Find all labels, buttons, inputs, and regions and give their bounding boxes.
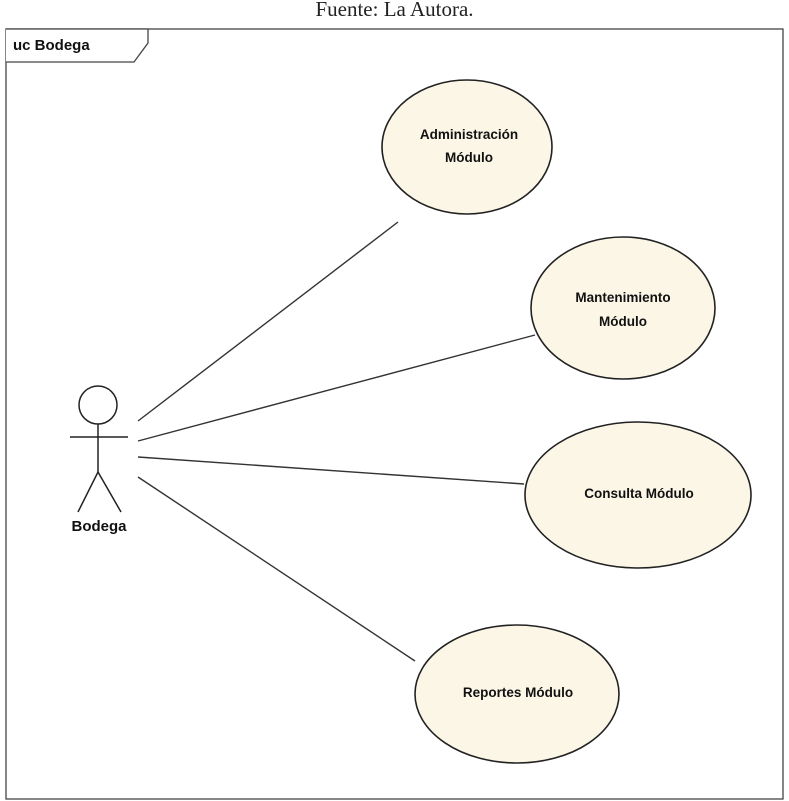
association-line: [137, 476, 416, 662]
use-case-reportes[interactable]: Reportes Módulo: [414, 624, 620, 764]
use-case-administracion[interactable]: Administración Módulo: [381, 79, 553, 215]
use-case-consulta[interactable]: Consulta Módulo: [524, 421, 752, 569]
use-case-label-line: Consulta Módulo: [584, 486, 693, 501]
association-line: [137, 334, 536, 442]
actor-head: [78, 385, 118, 425]
use-case-label-line: Módulo: [445, 150, 493, 165]
association-line: [137, 456, 525, 485]
figure-caption: Fuente: La Autora.: [315, 0, 474, 21]
frame-title: uc Bodega: [13, 37, 90, 54]
actor-bodega[interactable]: Bodega: [70, 385, 128, 535]
diagram-frame: [5, 28, 784, 800]
use-case-label-line: Administración: [420, 127, 518, 142]
use-case-label-line: Reportes Módulo: [463, 685, 573, 700]
actor-label: Bodega: [71, 518, 127, 535]
use-case-mantenimiento[interactable]: Mantenimiento Módulo: [530, 236, 716, 380]
association-line: [137, 221, 399, 422]
use-case-label-line: Mantenimiento: [575, 290, 670, 305]
use-case-label-line: Módulo: [599, 314, 647, 329]
frame-title-tab: [6, 28, 149, 63]
actor-right-leg: [97, 471, 122, 513]
actor-left-leg: [77, 471, 99, 513]
